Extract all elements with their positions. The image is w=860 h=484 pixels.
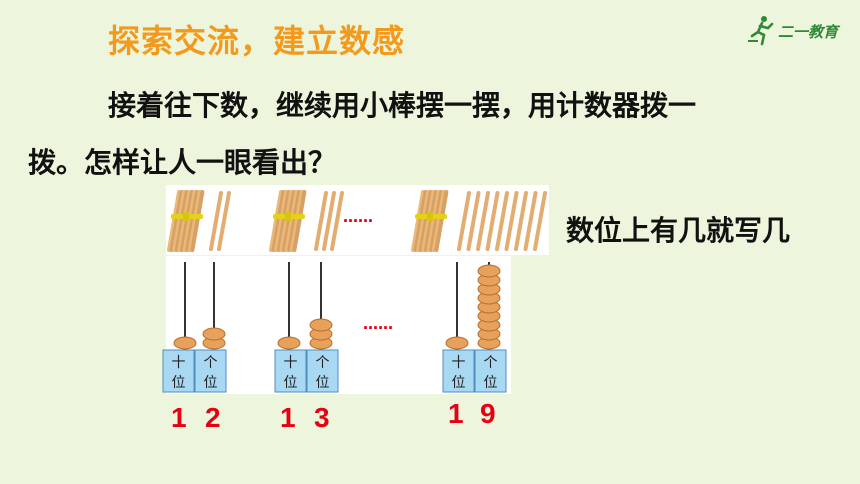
place-label-bottom: 位 <box>316 375 330 391</box>
place-value-box <box>274 349 307 393</box>
place-label-bottom: 位 <box>452 375 466 391</box>
abacus-bead <box>309 318 333 332</box>
loose-stick <box>209 191 223 251</box>
logo-text: 二一教育 <box>778 23 839 41</box>
loose-stick <box>314 191 328 251</box>
loose-stick <box>504 191 519 251</box>
abacus-bead <box>173 336 197 350</box>
abacus-bead <box>202 327 226 341</box>
loose-stick <box>322 191 336 251</box>
place-label-bottom: 位 <box>484 375 498 391</box>
ellipsis-mark: …… <box>363 315 393 333</box>
place-label-bottom: 位 <box>172 375 186 391</box>
place-value-box <box>442 349 475 393</box>
group-3-ones-digit: 9 <box>480 398 496 429</box>
group-1-tens-digit: 1 <box>171 402 187 433</box>
loose-stick <box>495 191 509 251</box>
stick-bundle <box>269 190 307 252</box>
group-2-ones-digit: 3 <box>314 402 330 433</box>
loose-stick <box>476 191 490 251</box>
place-label-top: 个 <box>484 355 498 371</box>
group-1-ones-digit: 2 <box>205 402 221 433</box>
loose-stick <box>523 191 538 251</box>
place-value-box <box>474 349 507 393</box>
place-label-top: 个 <box>316 355 330 371</box>
abacus-bead <box>277 336 301 350</box>
loose-stick <box>330 191 344 251</box>
stick-bundle <box>167 190 205 252</box>
place-value-box <box>194 349 227 393</box>
place-label-bottom: 位 <box>284 375 298 391</box>
stick-bundle <box>411 190 449 252</box>
abacus-bead <box>477 264 501 278</box>
loose-stick <box>457 191 471 251</box>
place-label-top: 个 <box>204 355 218 371</box>
loose-stick <box>217 191 231 251</box>
brand-logo: 二一教育 <box>748 14 848 48</box>
place-label-top: 十 <box>284 355 298 371</box>
abacus-bead <box>445 336 469 350</box>
page-title: 探索交流，建立数感 <box>108 22 406 60</box>
place-value-box <box>162 349 195 393</box>
ellipsis-mark: …… <box>343 208 373 226</box>
loose-stick <box>466 191 481 251</box>
instruction-line-1: 接着往下数，继续用小棒摆一摆，用计数器拨一 <box>108 89 697 122</box>
loose-stick <box>485 191 500 251</box>
loose-stick <box>514 191 528 251</box>
place-label-top: 十 <box>452 355 466 371</box>
side-note: 数位上有几就写几 <box>566 214 791 247</box>
loose-stick <box>533 191 547 251</box>
place-value-box <box>306 349 339 393</box>
group-2-tens-digit: 1 <box>280 402 296 433</box>
instruction-line-2: 拨。怎样让人一眼看出？ <box>28 146 337 179</box>
runner-icon <box>748 16 774 46</box>
place-label-bottom: 位 <box>204 375 218 391</box>
place-label-top: 十 <box>172 355 186 371</box>
group-3-tens-digit: 1 <box>448 398 464 429</box>
